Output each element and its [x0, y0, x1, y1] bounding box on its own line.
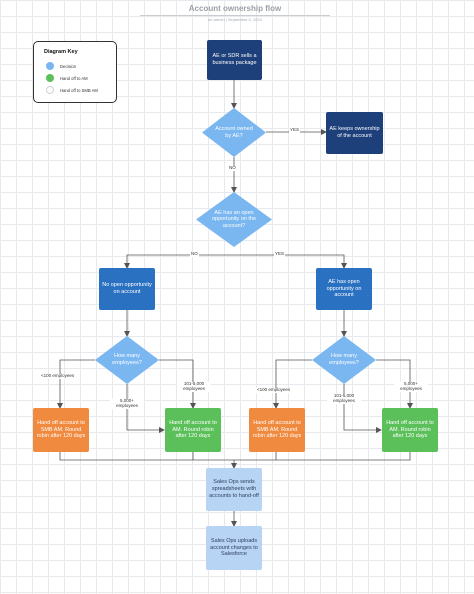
- key-item-label: Hand off to AM: [60, 75, 88, 81]
- decision-diamond-icon: [202, 108, 266, 157]
- node-smb-am-right[interactable]: Hand off account to SMB AM. Round robin …: [249, 408, 305, 452]
- diagram-key[interactable]: Diagram Key Decision Hand off to AM Hand…: [33, 41, 117, 103]
- key-item-am: Hand off to AM: [46, 74, 88, 82]
- edge-label-right-mid: 101-5,000 employees: [327, 393, 361, 404]
- edge-merge-bottom: [59, 452, 411, 461]
- key-item-smb-am: Hand off to SMB AM: [46, 86, 98, 94]
- edge-label-no-opp: NO: [190, 251, 199, 257]
- node-am-right[interactable]: Hand off account to AM. Round robin afte…: [382, 408, 438, 452]
- node-smb-am-left[interactable]: Hand off account to SMB AM. Round robin …: [33, 408, 89, 452]
- node-am-left[interactable]: Hand off account to AM. Round robin afte…: [165, 408, 221, 452]
- node-ae-keeps[interactable]: AE keeps ownership of the account: [326, 112, 383, 154]
- decision-label: Account owned by AE?: [215, 125, 253, 139]
- edge-label-yes-opp: YES: [274, 251, 286, 257]
- decision-employees-left[interactable]: How many employees?: [95, 336, 159, 384]
- key-item-label: Hand off to SMB AM: [60, 87, 98, 93]
- decision-account-owned[interactable]: Account owned by AE?: [202, 108, 266, 157]
- edge-label-left-mid: 101-5,000 employees: [177, 381, 211, 392]
- node-start[interactable]: AE or SDR sells a business package: [207, 40, 262, 80]
- node-no-open-opportunity[interactable]: No open opportunity on account: [99, 268, 155, 310]
- edge-right-small: [273, 359, 312, 409]
- edge-left-large: [159, 359, 196, 409]
- page-subtitle: ari admin | September 5, 2023: [208, 17, 262, 22]
- node-sales-ops-uploads[interactable]: Sales Ops uploads account changes to Sal…: [206, 526, 262, 570]
- decision-label: How many employees?: [329, 353, 359, 366]
- decision-employees-right[interactable]: How many employees?: [312, 336, 376, 384]
- edge-label-right-large: 5,000+ employees: [394, 381, 428, 392]
- decision-diamond-icon: [95, 336, 159, 384]
- decision-open-opportunity[interactable]: AE has an open opportunity on the accoun…: [196, 192, 272, 247]
- edge-label-left-small: <100 employees: [40, 373, 76, 379]
- diagram-key-title: Diagram Key: [44, 49, 78, 55]
- title-divider: [140, 15, 330, 16]
- edge-label-no: NO: [228, 165, 237, 171]
- key-item-label: Decision: [60, 63, 77, 69]
- edge-label-left-large: 5,000+ employees: [110, 398, 144, 409]
- edge-opp-yes: [234, 254, 347, 269]
- edge-label-right-small: <100 employees: [256, 387, 292, 393]
- edge-label-yes: YES: [289, 127, 301, 133]
- page-title: Account ownership flow: [188, 4, 282, 13]
- edge-left-small: [57, 359, 95, 409]
- decision-diamond-icon: [312, 336, 376, 384]
- node-sales-ops-sends[interactable]: Sales Ops sends spreadsheets with accoun…: [206, 468, 262, 511]
- am-swatch-icon: [46, 74, 54, 82]
- edge-right-mid: [343, 384, 382, 433]
- smb-am-swatch-icon: [46, 86, 54, 94]
- decision-label: How many employees?: [112, 353, 142, 366]
- key-item-decision: Decision: [46, 62, 76, 70]
- node-ae-has-open-opportunity[interactable]: AE has open opportunity on account: [316, 268, 372, 310]
- decision-swatch-icon: [46, 62, 54, 70]
- decision-diamond-icon: [196, 192, 272, 247]
- edge-opp-no: [124, 254, 234, 269]
- edge-right-large: [376, 359, 413, 409]
- decision-label: AE has an open opportunity on the accoun…: [211, 209, 257, 229]
